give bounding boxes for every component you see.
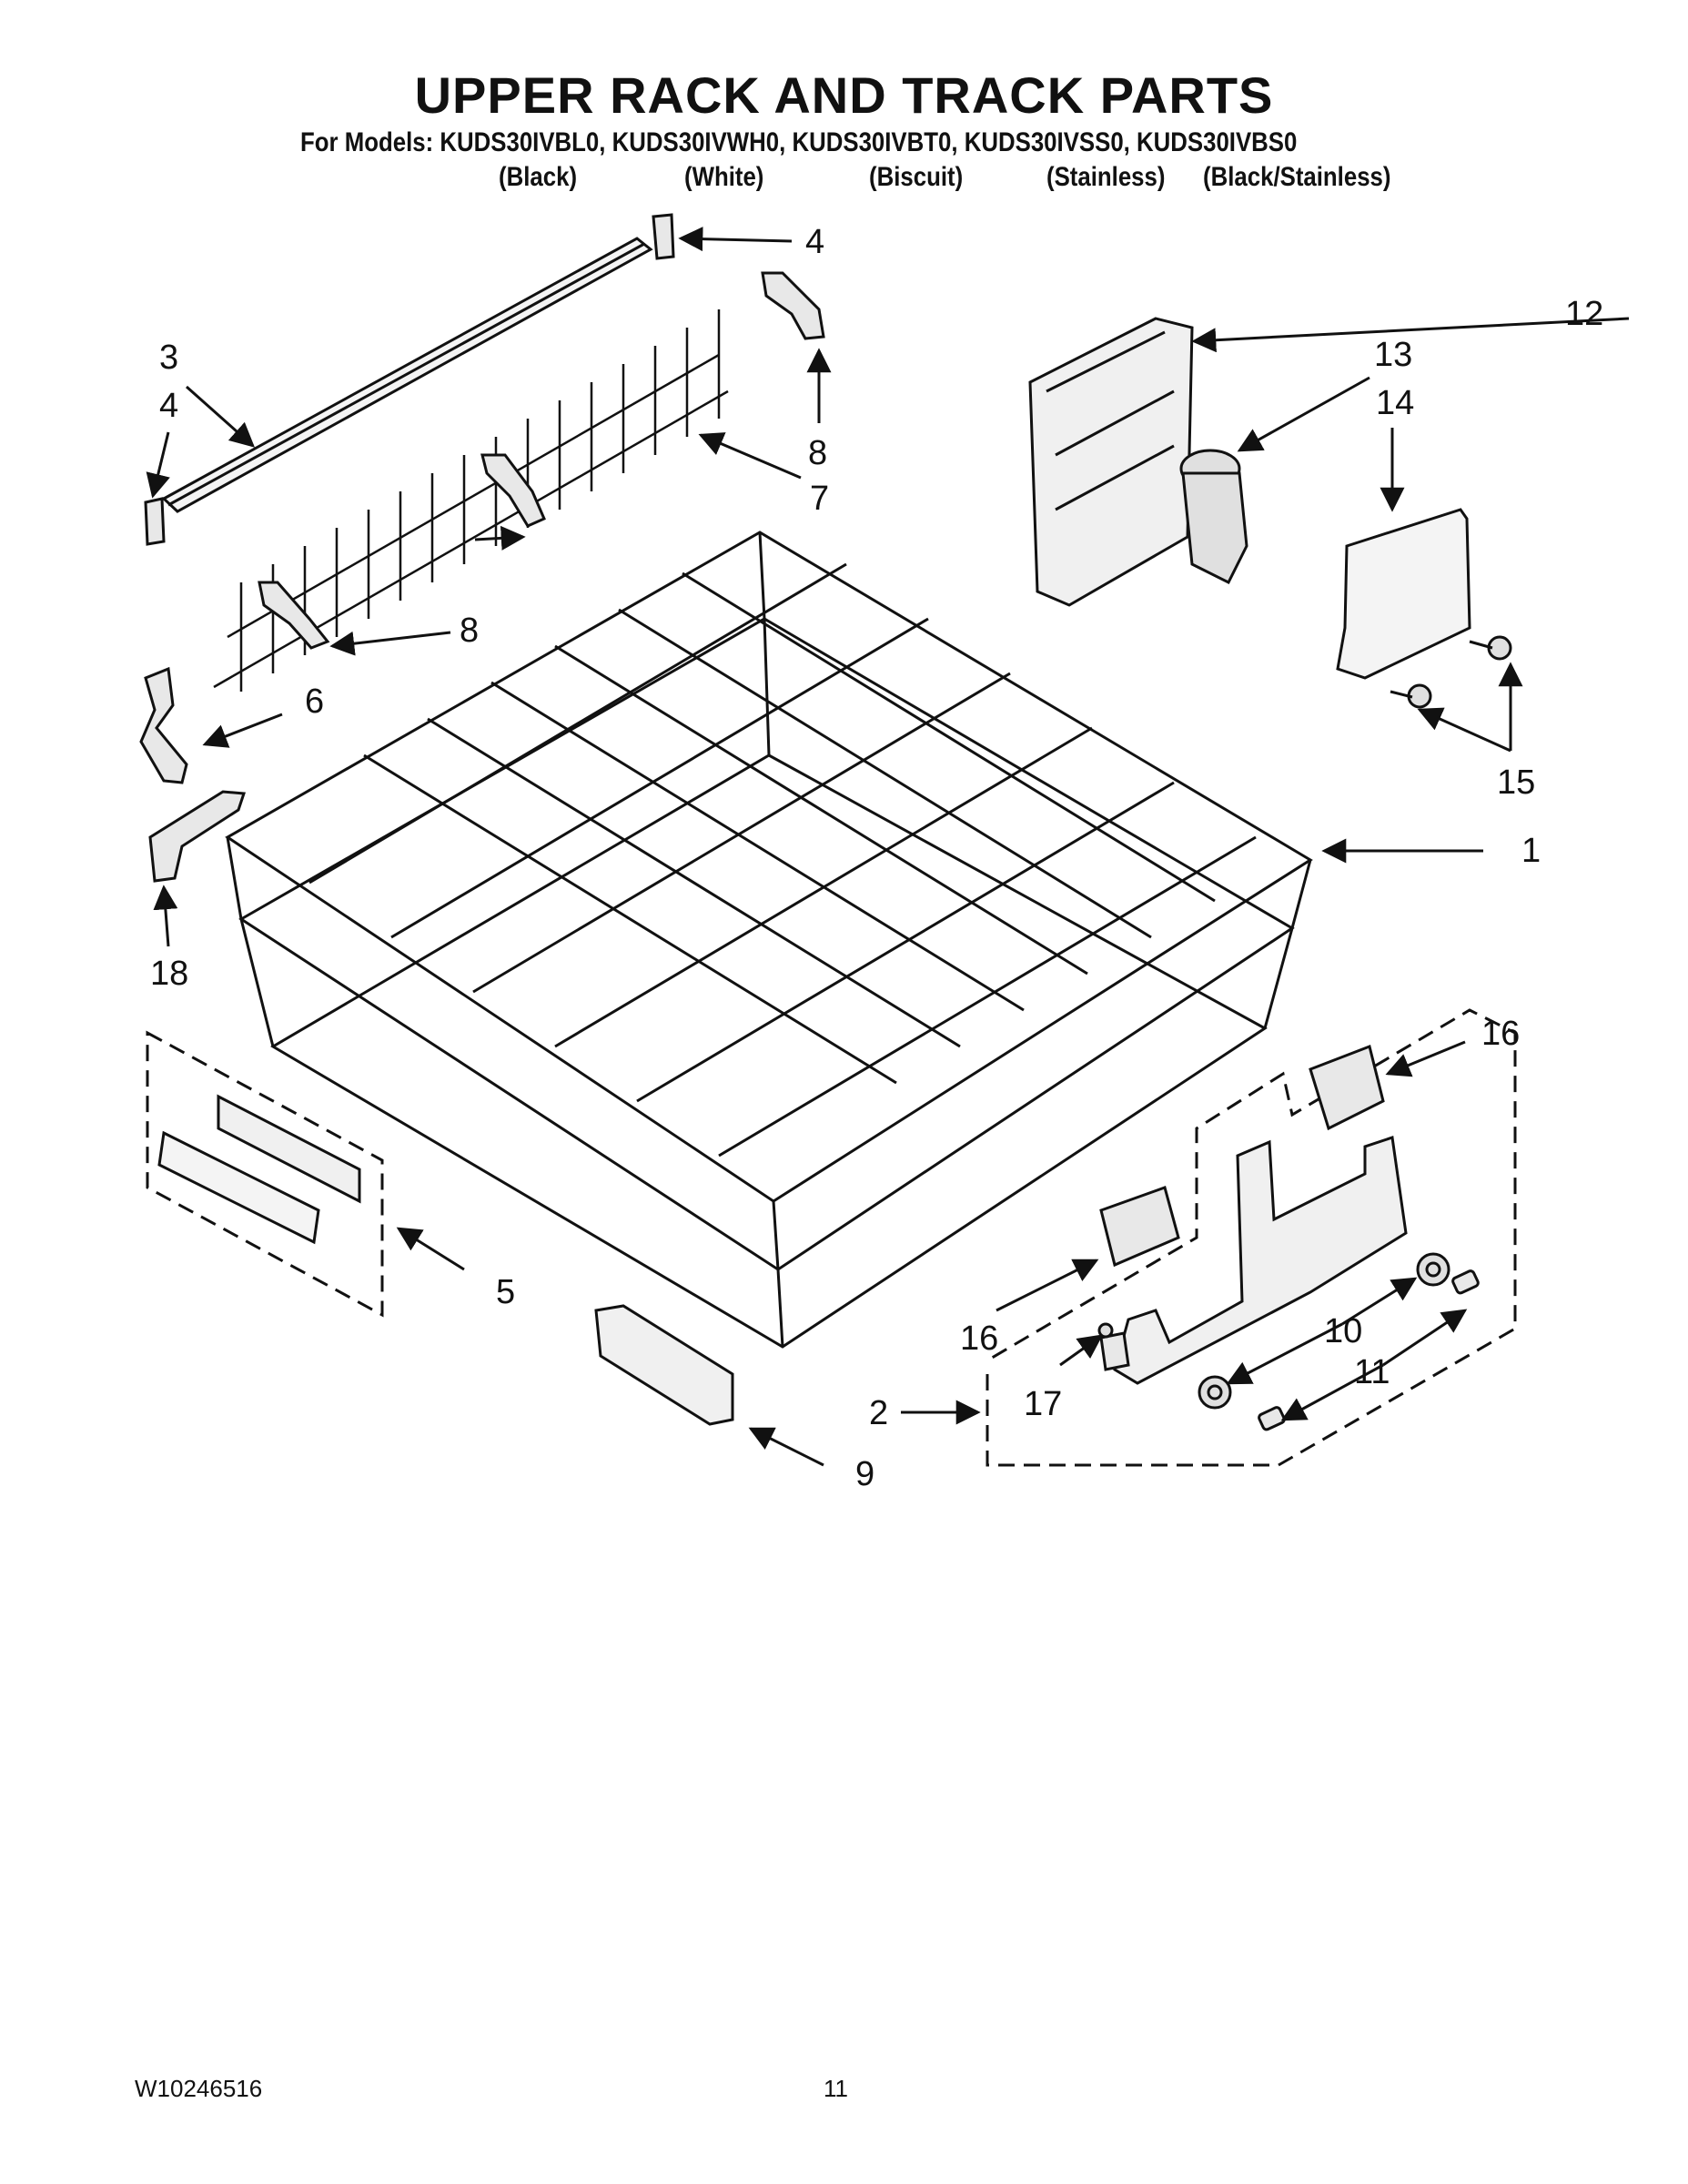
page-title: UPPER RACK AND TRACK PARTS xyxy=(414,66,1274,124)
part-knob-13 xyxy=(1179,449,1248,585)
callout-17: 17 xyxy=(1024,1385,1062,1423)
color-black-stainless: (Black/Stainless) xyxy=(1203,162,1391,192)
part-screw-17 xyxy=(1097,1322,1114,1339)
part-housing-12 xyxy=(1028,317,1194,607)
callout-4-top: 4 xyxy=(805,223,824,261)
part-screws-15 xyxy=(1390,635,1512,709)
models-line: For Models: KUDS30IVBL0, KUDS30IVWH0, KU… xyxy=(300,127,1298,157)
callout-3: 3 xyxy=(159,339,178,377)
callout-8-mid: 8 xyxy=(460,612,479,650)
part-tine-row-7 xyxy=(213,309,729,692)
callout-18: 18 xyxy=(150,955,188,993)
callout-11: 11 xyxy=(1354,1353,1390,1391)
part-clip-8-mid xyxy=(480,453,546,528)
callout-1: 1 xyxy=(1521,832,1541,870)
callout-16-lower: 16 xyxy=(960,1320,998,1358)
color-white: (White) xyxy=(684,162,764,192)
document-number: W10246516 xyxy=(135,2075,263,2102)
callout-6: 6 xyxy=(305,682,324,721)
part-clip-8-top xyxy=(761,271,825,340)
callout-4-left: 4 xyxy=(159,387,178,425)
callout-labels: 1 2 3 4 4 5 6 7 8 8 9 10 11 12 13 14 15 … xyxy=(150,223,1603,1493)
part-wheels-10 xyxy=(1198,1252,1450,1410)
callout-14: 14 xyxy=(1376,384,1414,422)
part-upper-rack-1 xyxy=(225,531,1313,1349)
color-stainless: (Stainless) xyxy=(1046,162,1166,192)
part-clip-8-low xyxy=(258,581,330,650)
part-clip-4-left xyxy=(144,497,166,546)
callout-2: 2 xyxy=(869,1394,888,1432)
part-track-group-2 xyxy=(986,1008,1517,1467)
part-group-5 xyxy=(146,1030,384,1318)
callout-12: 12 xyxy=(1565,295,1603,333)
part-rail-3 xyxy=(161,237,653,513)
part-cover-14 xyxy=(1336,508,1471,680)
callout-8-top: 8 xyxy=(808,434,827,472)
color-black: (Black) xyxy=(499,162,578,192)
part-slide-9 xyxy=(594,1304,734,1426)
part-clip-6 xyxy=(139,666,188,784)
page-number: 11 xyxy=(824,2075,848,2102)
leader-arrows xyxy=(146,227,1630,1467)
part-arm-18 xyxy=(148,790,247,883)
part-clip-16-lower xyxy=(1099,1186,1180,1268)
callout-7: 7 xyxy=(810,480,829,518)
callout-16-upper: 16 xyxy=(1481,1015,1520,1053)
callout-13: 13 xyxy=(1374,336,1412,374)
callout-15: 15 xyxy=(1497,763,1535,802)
callout-9: 9 xyxy=(855,1455,874,1493)
part-clip-4-top xyxy=(652,213,675,260)
callout-5: 5 xyxy=(496,1273,515,1311)
part-clip-16-upper xyxy=(1309,1044,1385,1131)
color-biscuit: (Biscuit) xyxy=(869,162,964,192)
callout-10: 10 xyxy=(1324,1312,1362,1350)
